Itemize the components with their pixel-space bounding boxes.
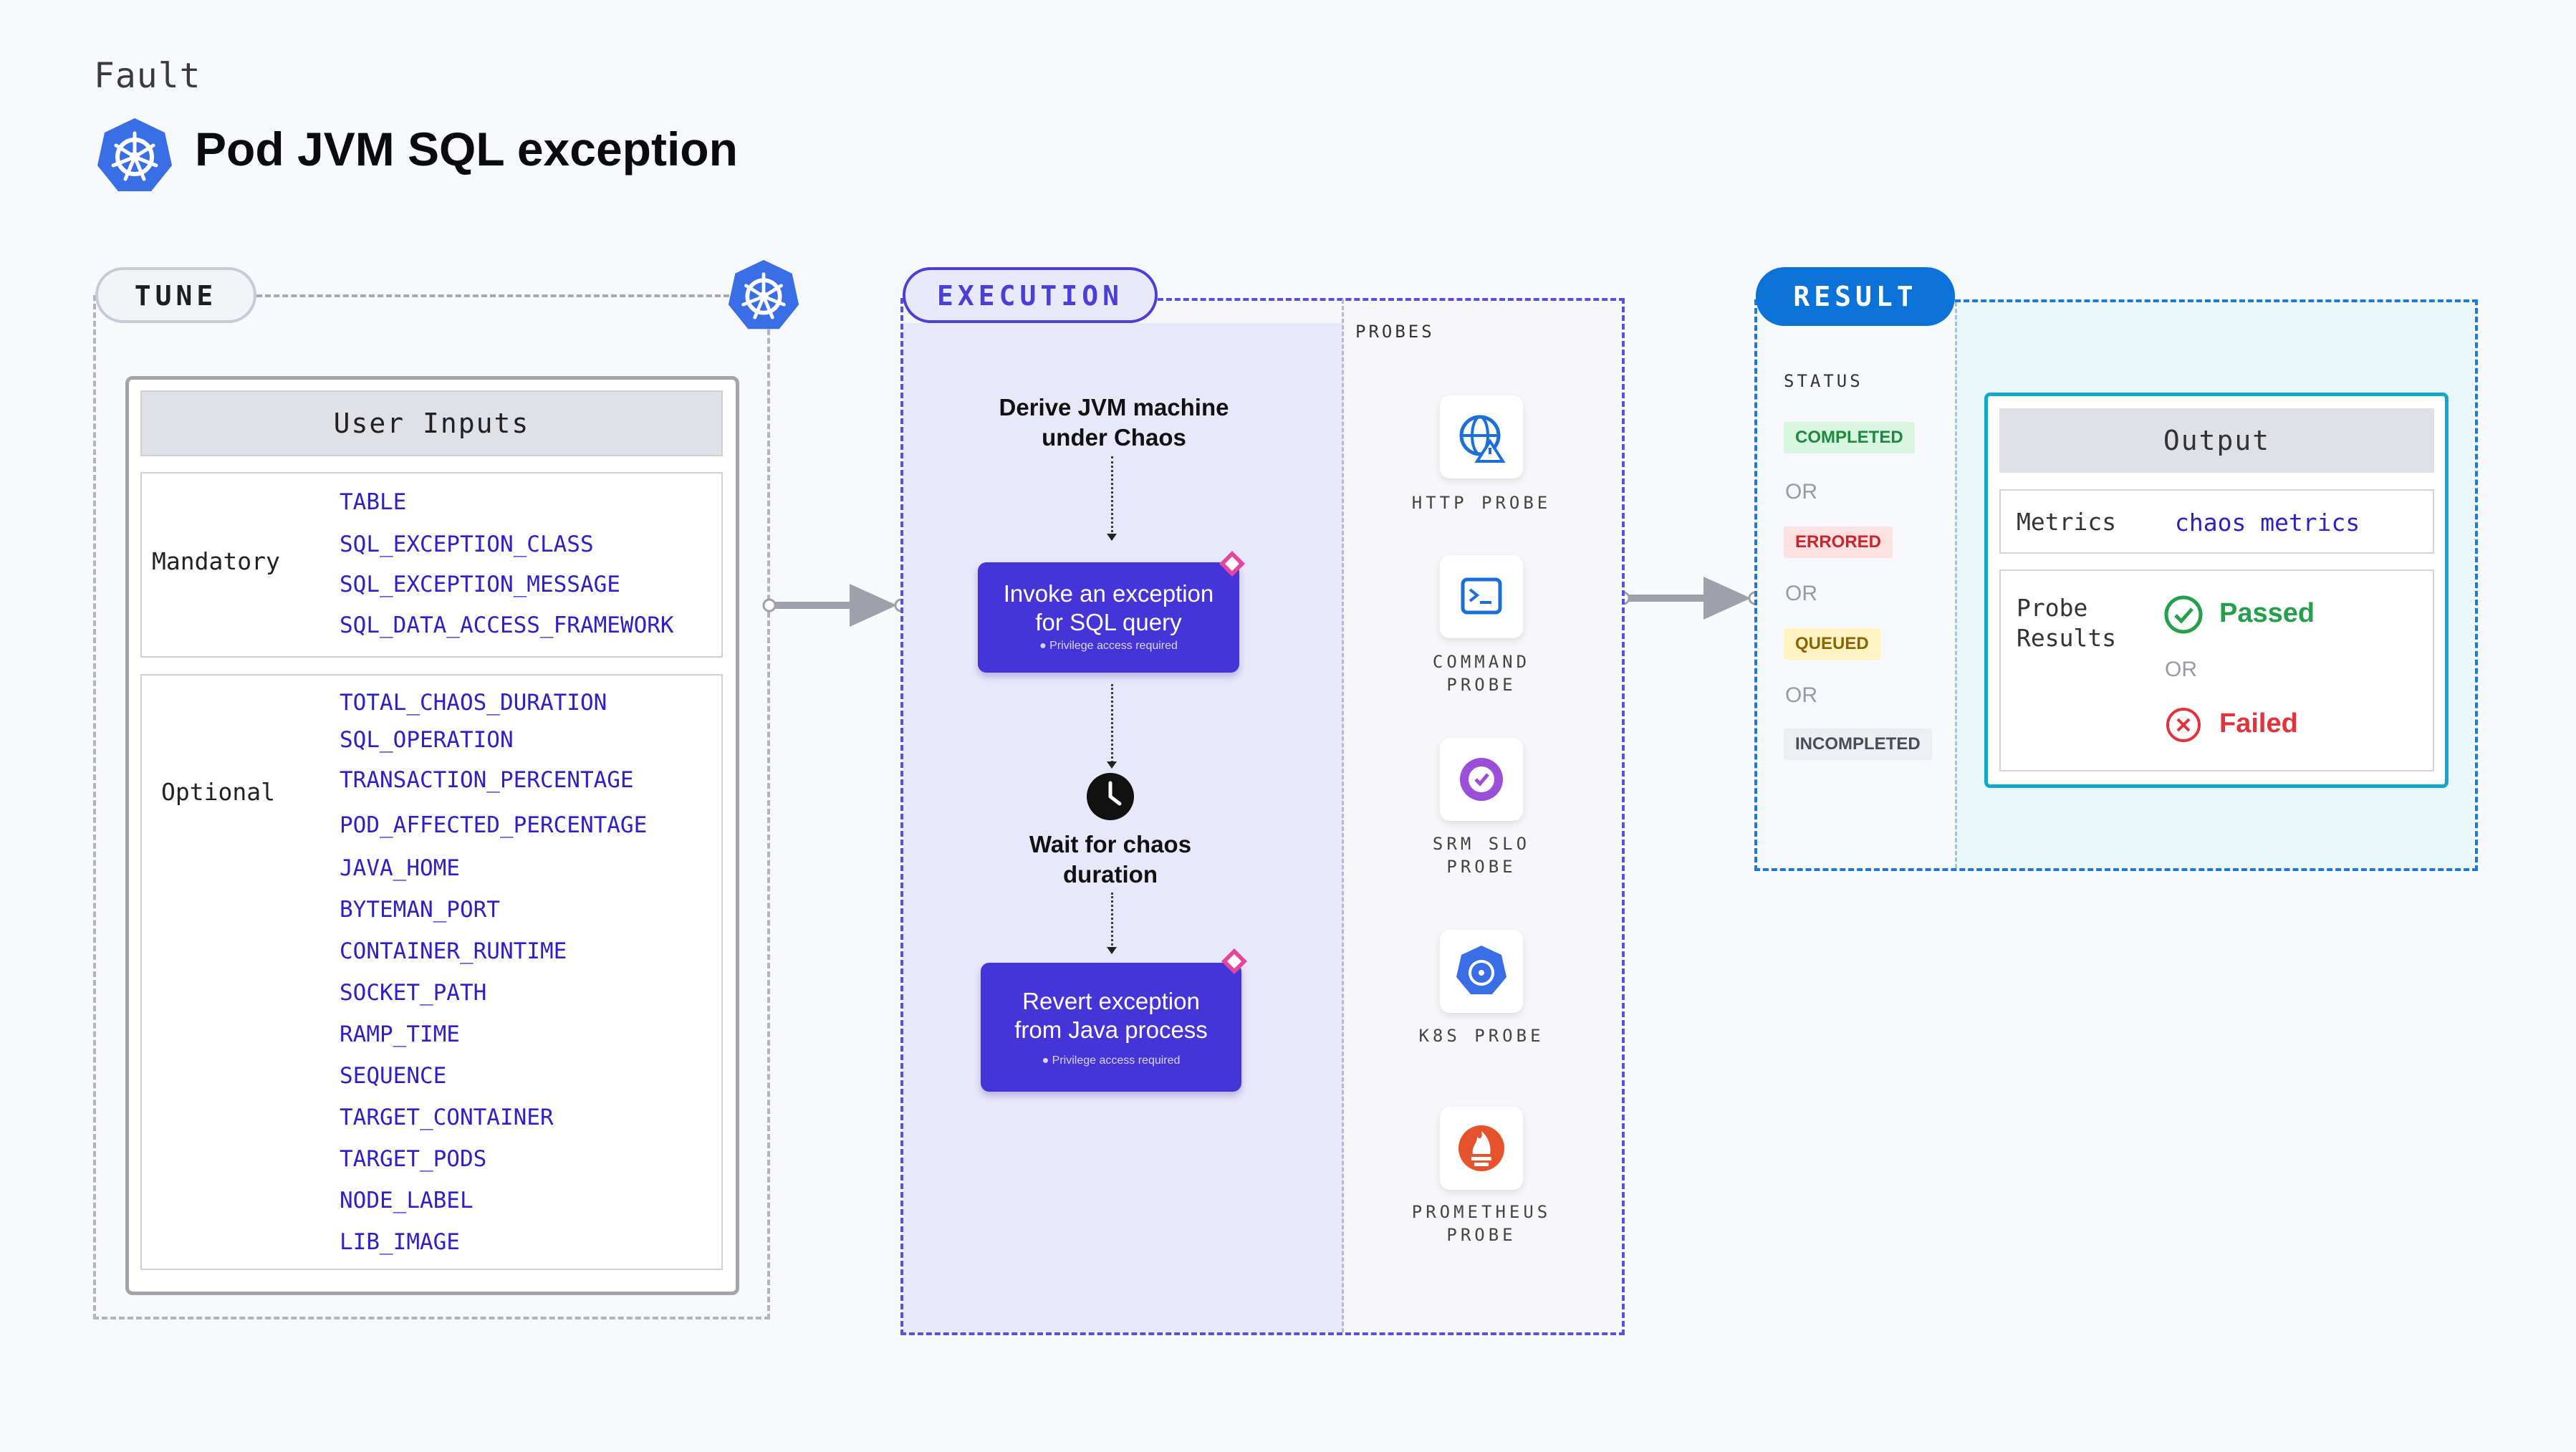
input-sql-exception-class: SQL_EXCEPTION_CLASS xyxy=(340,532,594,557)
chaos-badge-icon xyxy=(1221,948,1247,974)
http-probe-label: HTTP PROBE xyxy=(1411,493,1552,513)
prometheus-icon xyxy=(1458,1125,1504,1171)
input-container-runtime: CONTAINER_RUNTIME xyxy=(340,938,567,964)
input-sql-exception-message: SQL_EXCEPTION_MESSAGE xyxy=(340,572,620,597)
status-badge-queued: QUEUED xyxy=(1784,628,1880,660)
mandatory-group xyxy=(140,472,723,658)
tune-section xyxy=(93,295,770,1319)
kubernetes-icon xyxy=(728,259,799,330)
input-socket-path: SOCKET_PATH xyxy=(340,980,487,1006)
http-probe-tile xyxy=(1440,395,1523,479)
page-title: Pod JVM SQL exception xyxy=(195,122,738,176)
status-badge-errored: ERRORED xyxy=(1784,527,1893,558)
result-divider xyxy=(1955,302,1957,868)
flow-connector xyxy=(1111,684,1113,763)
input-sequence: SEQUENCE xyxy=(340,1063,447,1089)
privilege-note: ● Privilege access required xyxy=(1039,640,1178,652)
probe-failed: Failed xyxy=(2219,708,2298,739)
status-badge-completed: COMPLETED xyxy=(1784,422,1915,453)
command-probe-label: COMMAND PROBE xyxy=(1432,652,1531,695)
step-derive-jvm: Derive JVM machine under Chaos xyxy=(999,394,1229,451)
input-sql-operation: SQL_OPERATION xyxy=(340,727,514,753)
terminal-icon xyxy=(1461,577,1502,615)
input-target-container: TARGET_CONTAINER xyxy=(340,1105,554,1130)
status-label: STATUS xyxy=(1784,371,1863,391)
input-lib-image: LIB_IMAGE xyxy=(340,1229,460,1255)
or-separator: OR xyxy=(2165,658,2197,681)
execution-to-result-arrow xyxy=(1616,577,1762,620)
x-circle-icon xyxy=(2166,708,2201,742)
kubernetes-icon xyxy=(97,118,172,191)
step-invoke-exception-card: Invoke an exception for SQL query ● Priv… xyxy=(978,562,1239,673)
result-pill: RESULT xyxy=(1756,267,1955,326)
mandatory-label: Mandatory xyxy=(152,547,280,575)
step-revert-exception-card: Revert exception from Java process ● Pri… xyxy=(981,963,1241,1092)
kubernetes-icon xyxy=(1456,946,1506,994)
tune-to-execution-arrow xyxy=(762,584,908,627)
flow-arrowhead xyxy=(1107,761,1117,769)
input-sql-data-access-framework: SQL_DATA_ACCESS_FRAMEWORK xyxy=(340,612,674,638)
k8s-probe-label: K8S PROBE xyxy=(1418,1026,1544,1046)
optional-group xyxy=(140,674,723,1270)
input-ramp-time: RAMP_TIME xyxy=(340,1021,460,1047)
prometheus-probe-label: PROMETHEUS PROBE xyxy=(1411,1202,1552,1245)
input-java-home: JAVA_HOME xyxy=(340,855,460,881)
status-badge-incompleted: INCOMPLETED xyxy=(1784,729,1932,760)
globe-icon xyxy=(1459,415,1506,463)
srm-slo-probe-label: SRM SLO PROBE xyxy=(1432,834,1531,877)
optional-label: Optional xyxy=(161,778,275,806)
flow-arrowhead xyxy=(1107,534,1117,541)
or-separator: OR xyxy=(1785,480,1817,504)
metrics-row xyxy=(1999,489,2434,554)
metrics-key: Metrics xyxy=(2017,508,2117,536)
command-probe-tile xyxy=(1440,555,1523,638)
input-table: TABLE xyxy=(340,489,407,515)
flow-connector xyxy=(1111,893,1113,950)
step-wait-chaos: Wait for chaos duration xyxy=(1029,831,1192,888)
result-border-top xyxy=(1955,299,2478,302)
metrics-value: chaos metrics xyxy=(2175,509,2360,537)
fault-kind-label: Fault xyxy=(94,56,201,96)
probe-results-key: Probe Results xyxy=(2017,594,2117,652)
or-separator: OR xyxy=(1785,683,1817,707)
execution-border-top xyxy=(1158,298,1625,301)
input-node-label: NODE_LABEL xyxy=(340,1188,474,1213)
input-pod-affected-percentage: POD_AFFECTED_PERCENTAGE xyxy=(340,812,648,838)
input-byteman-port: BYTEMAN_PORT xyxy=(340,897,500,923)
output-title: Output xyxy=(1999,408,2434,473)
execution-steps-area xyxy=(903,323,1343,1332)
privilege-note: ● Privilege access required xyxy=(1042,1054,1181,1067)
execution-probes-divider xyxy=(1342,299,1344,1332)
or-separator: OR xyxy=(1785,582,1817,605)
srm-icon xyxy=(1460,758,1503,801)
tune-pill: TUNE xyxy=(95,267,256,323)
flow-connector xyxy=(1111,456,1113,537)
flow-arrowhead xyxy=(1107,947,1117,954)
probes-label: PROBES xyxy=(1355,322,1435,342)
srm-slo-probe-tile xyxy=(1440,738,1523,821)
tune-border-top xyxy=(256,294,729,297)
execution-pill: EXECUTION xyxy=(903,267,1158,323)
user-inputs-title: User Inputs xyxy=(140,390,723,456)
k8s-probe-tile xyxy=(1440,930,1523,1013)
input-target-pods: TARGET_PODS xyxy=(340,1146,487,1172)
probe-results-row xyxy=(1999,569,2434,771)
input-total-chaos-duration: TOTAL_CHAOS_DURATION xyxy=(340,690,607,716)
input-transaction-percentage: TRANSACTION_PERCENTAGE xyxy=(340,767,634,793)
chaos-badge-icon xyxy=(1219,551,1245,577)
clock-icon xyxy=(1087,773,1134,820)
check-circle-icon xyxy=(2164,595,2203,634)
probe-passed: Passed xyxy=(2219,598,2315,628)
prometheus-probe-tile xyxy=(1440,1107,1523,1190)
